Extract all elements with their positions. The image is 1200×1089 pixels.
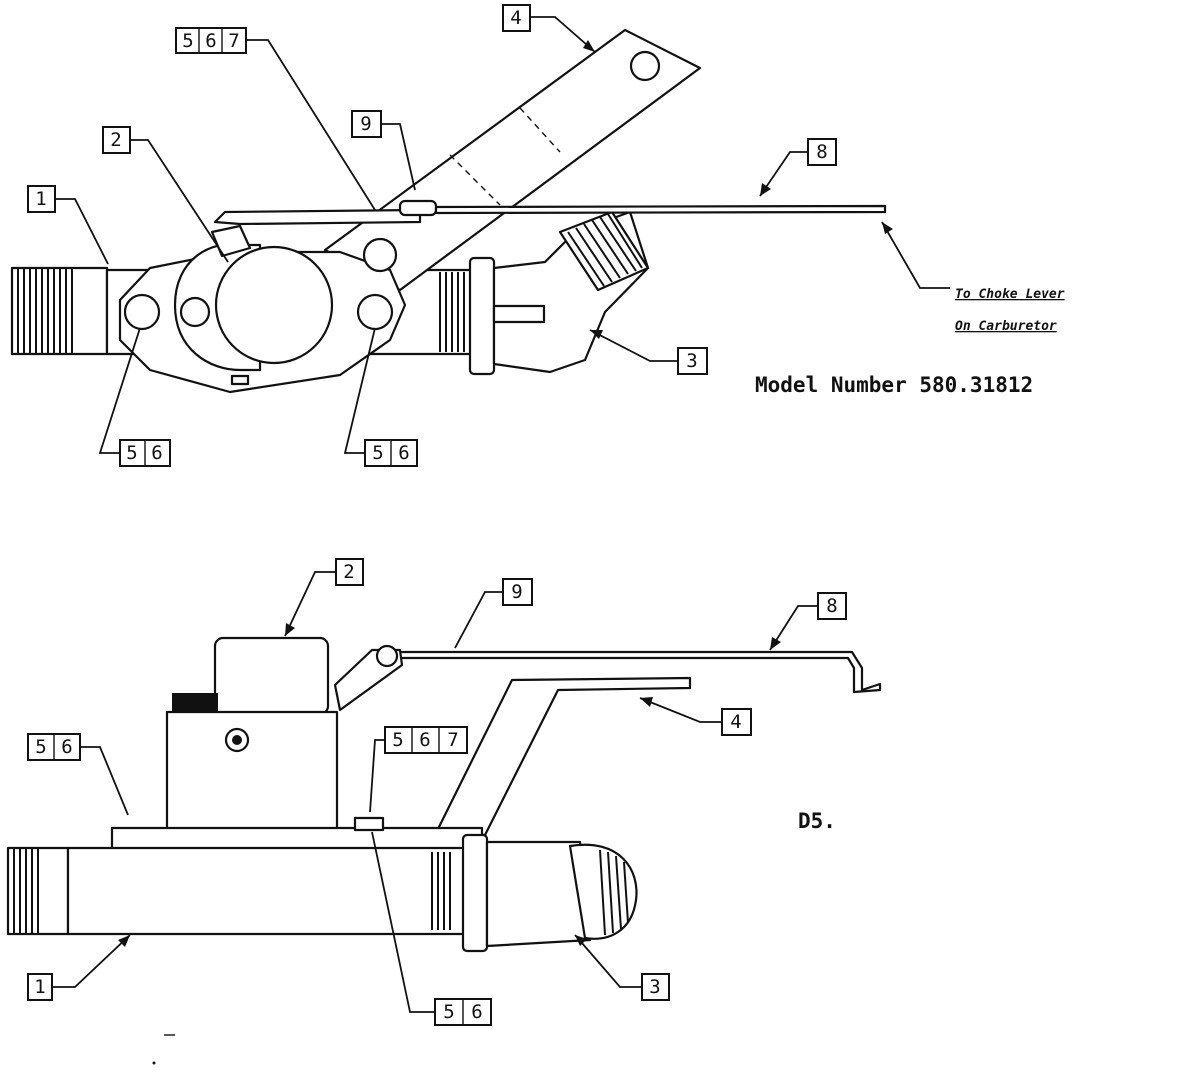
top-pipe-right-hatch xyxy=(439,272,465,352)
callout-side-9: 9 xyxy=(502,578,533,606)
side-handle-arm xyxy=(433,676,692,837)
page-code: D5. xyxy=(798,809,836,833)
top-choke-rod xyxy=(434,204,887,215)
side-pipe-body xyxy=(66,846,468,936)
top-pivot-bolt xyxy=(362,237,398,273)
side-flange xyxy=(110,826,484,852)
svg-text:4: 4 xyxy=(510,7,521,29)
top-handle-arm xyxy=(323,28,702,292)
side-view xyxy=(6,571,882,1065)
callout-top-3: 3 xyxy=(677,347,708,375)
svg-text:6: 6 xyxy=(151,442,162,464)
top-bolt-right xyxy=(356,293,394,331)
model-number: Model Number 580.31812 xyxy=(755,373,1033,397)
callout-top-9: 9 xyxy=(351,110,382,138)
callout-side-56-left: 5 6 xyxy=(27,733,81,761)
callout-top-2: 2 xyxy=(102,126,131,154)
svg-text:5: 5 xyxy=(126,442,137,464)
svg-text:5: 5 xyxy=(182,30,193,52)
callout-side-3: 3 xyxy=(641,973,670,1001)
top-valve-cap xyxy=(214,245,334,365)
top-bolt-left xyxy=(123,293,161,331)
svg-text:3: 3 xyxy=(686,350,697,372)
svg-text:5: 5 xyxy=(372,442,383,464)
callout-top-8: 8 xyxy=(807,138,837,166)
svg-text:6: 6 xyxy=(398,442,409,464)
side-elbow-flange xyxy=(461,833,489,953)
top-pipe-left-threads xyxy=(10,266,109,356)
svg-text:1: 1 xyxy=(35,188,46,210)
note-choke-line1: To Choke Lever xyxy=(955,287,1065,302)
callout-side-2: 2 xyxy=(335,558,364,586)
callout-top-1: 1 xyxy=(27,185,56,213)
svg-text:8: 8 xyxy=(816,141,827,163)
callout-top-56-right: 5 6 xyxy=(364,439,418,467)
svg-text:7: 7 xyxy=(447,729,458,751)
svg-text:6: 6 xyxy=(419,729,430,751)
side-choke-rod xyxy=(398,650,882,694)
top-elbow-fitting xyxy=(468,210,650,376)
svg-text:2: 2 xyxy=(110,129,121,151)
callout-side-1: 1 xyxy=(27,973,53,1001)
svg-text:8: 8 xyxy=(826,595,837,617)
callout-top-567: 5 6 7 xyxy=(175,27,247,54)
callout-top-56-left: 5 6 xyxy=(119,439,171,467)
svg-text:6: 6 xyxy=(61,736,72,758)
svg-text:2: 2 xyxy=(343,561,354,583)
top-clip xyxy=(398,199,438,217)
svg-text:1: 1 xyxy=(34,976,45,998)
callout-side-567: 5 6 7 xyxy=(384,726,468,754)
svg-text:9: 9 xyxy=(360,113,371,135)
svg-text:6: 6 xyxy=(205,30,216,52)
side-elbow-body xyxy=(485,840,592,948)
top-linkage-bar xyxy=(213,208,422,226)
svg-text:6: 6 xyxy=(471,1001,482,1023)
side-valve-cap xyxy=(213,636,330,716)
svg-text:5: 5 xyxy=(35,736,46,758)
callout-side-4: 4 xyxy=(721,708,752,736)
callout-side-56-bottom: 5 6 xyxy=(434,998,492,1026)
side-valve-nut xyxy=(172,693,218,711)
svg-text:7: 7 xyxy=(228,30,239,52)
note-choke-line2: On Carburetor xyxy=(955,319,1057,334)
svg-text:4: 4 xyxy=(730,711,741,733)
svg-text:5: 5 xyxy=(392,729,403,751)
svg-text:3: 3 xyxy=(649,976,660,998)
handle-hole xyxy=(629,50,661,82)
side-valve-body xyxy=(165,710,339,834)
svg-text:9: 9 xyxy=(511,581,522,603)
callout-side-8: 8 xyxy=(817,592,847,620)
callout-top-4: 4 xyxy=(502,4,531,32)
svg-text:5: 5 xyxy=(443,1001,454,1023)
top-view xyxy=(10,16,950,454)
